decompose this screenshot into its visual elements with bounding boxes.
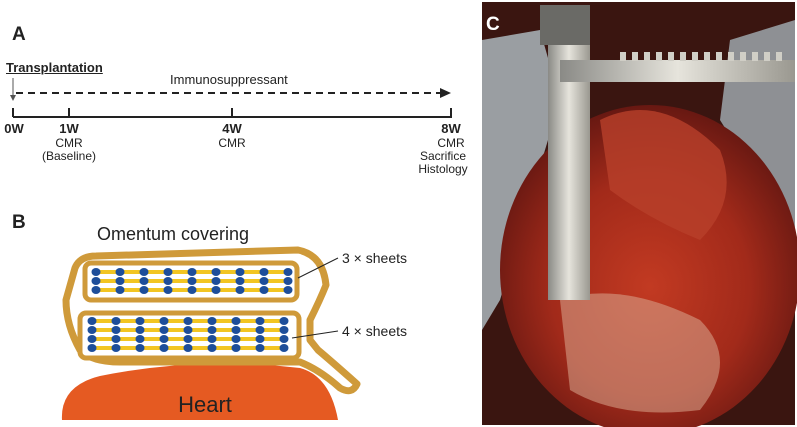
ratchet-tooth <box>740 52 746 61</box>
ratchet-tooth <box>632 52 638 61</box>
ratchet-tooth <box>764 52 770 61</box>
retractor-bar <box>560 60 795 82</box>
ratchet-tooth <box>692 52 698 61</box>
ratchet-tooth <box>752 52 758 61</box>
ratchet-tooth <box>668 52 674 61</box>
retractor-clamp <box>540 5 590 45</box>
ratchet-tooth <box>644 52 650 61</box>
ratchet-tooth <box>728 52 734 61</box>
ratchet-tooth <box>704 52 710 61</box>
ratchet-tooth <box>716 52 722 61</box>
ratchet-tooth <box>680 52 686 61</box>
ratchet-tooth <box>656 52 662 61</box>
ratchet-tooth <box>776 52 782 61</box>
panel-c-label: C <box>486 14 500 35</box>
ratchet-tooth <box>620 52 626 61</box>
